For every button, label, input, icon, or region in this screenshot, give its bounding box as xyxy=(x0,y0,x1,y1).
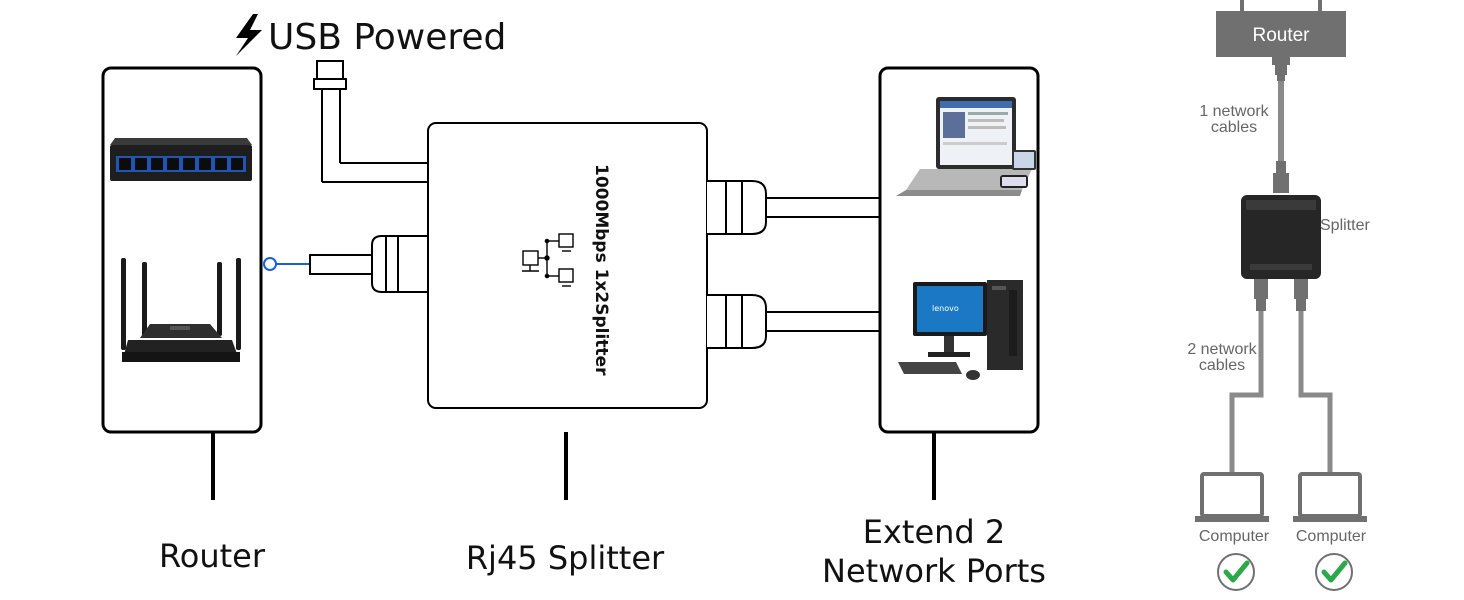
ports-caption-line1: Extend 2 xyxy=(863,513,1006,551)
right-computer-icon-2 xyxy=(1293,472,1367,522)
right-computer2-label: Computer xyxy=(1296,528,1367,545)
wifi-router-icon xyxy=(121,258,241,362)
right-cable1-line2: cables xyxy=(1211,119,1257,136)
router-input-cable xyxy=(263,235,429,293)
right-cable-top xyxy=(1272,57,1290,193)
right-cable1-line1: 1 network xyxy=(1199,103,1269,120)
laptop-icon xyxy=(896,97,1036,196)
router-caption: Router xyxy=(159,537,266,575)
check-icon-1 xyxy=(1217,553,1255,591)
right-splitter-label: Splitter xyxy=(1320,217,1370,234)
usb-powered-label: USB Powered xyxy=(268,17,506,58)
right-splitter-icon xyxy=(1241,195,1321,279)
router-device-box xyxy=(101,66,263,434)
splitter-model-text: 1000Mbps 1x2Splitter xyxy=(591,164,611,376)
desktop-computer-icon: lenovo xyxy=(898,280,1023,380)
right-cable2-line1: 2 network xyxy=(1187,341,1257,358)
right-cable-paths xyxy=(1229,311,1333,474)
ports-caption-line2: Network Ports xyxy=(822,552,1046,590)
right-router-icon xyxy=(1216,0,1346,57)
right-cable2-line2: cables xyxy=(1199,357,1245,374)
check-icon-2 xyxy=(1315,553,1353,591)
output-cable-2 xyxy=(707,294,880,349)
right-router-label: Router xyxy=(1252,25,1310,46)
topology-icon xyxy=(522,233,574,287)
output-cable-1 xyxy=(707,180,880,235)
usb-cable xyxy=(313,60,428,183)
splitter-caption: Rj45 Splitter xyxy=(466,539,665,577)
monitor-brand-text: lenovo xyxy=(932,304,959,313)
right-computer-icon-1 xyxy=(1195,472,1269,522)
right-cables-bottom xyxy=(1254,279,1308,311)
splitter-box xyxy=(427,122,708,409)
network-switch-icon xyxy=(110,138,252,181)
lightning-icon xyxy=(236,14,262,56)
right-computer1-label: Computer xyxy=(1199,528,1270,545)
